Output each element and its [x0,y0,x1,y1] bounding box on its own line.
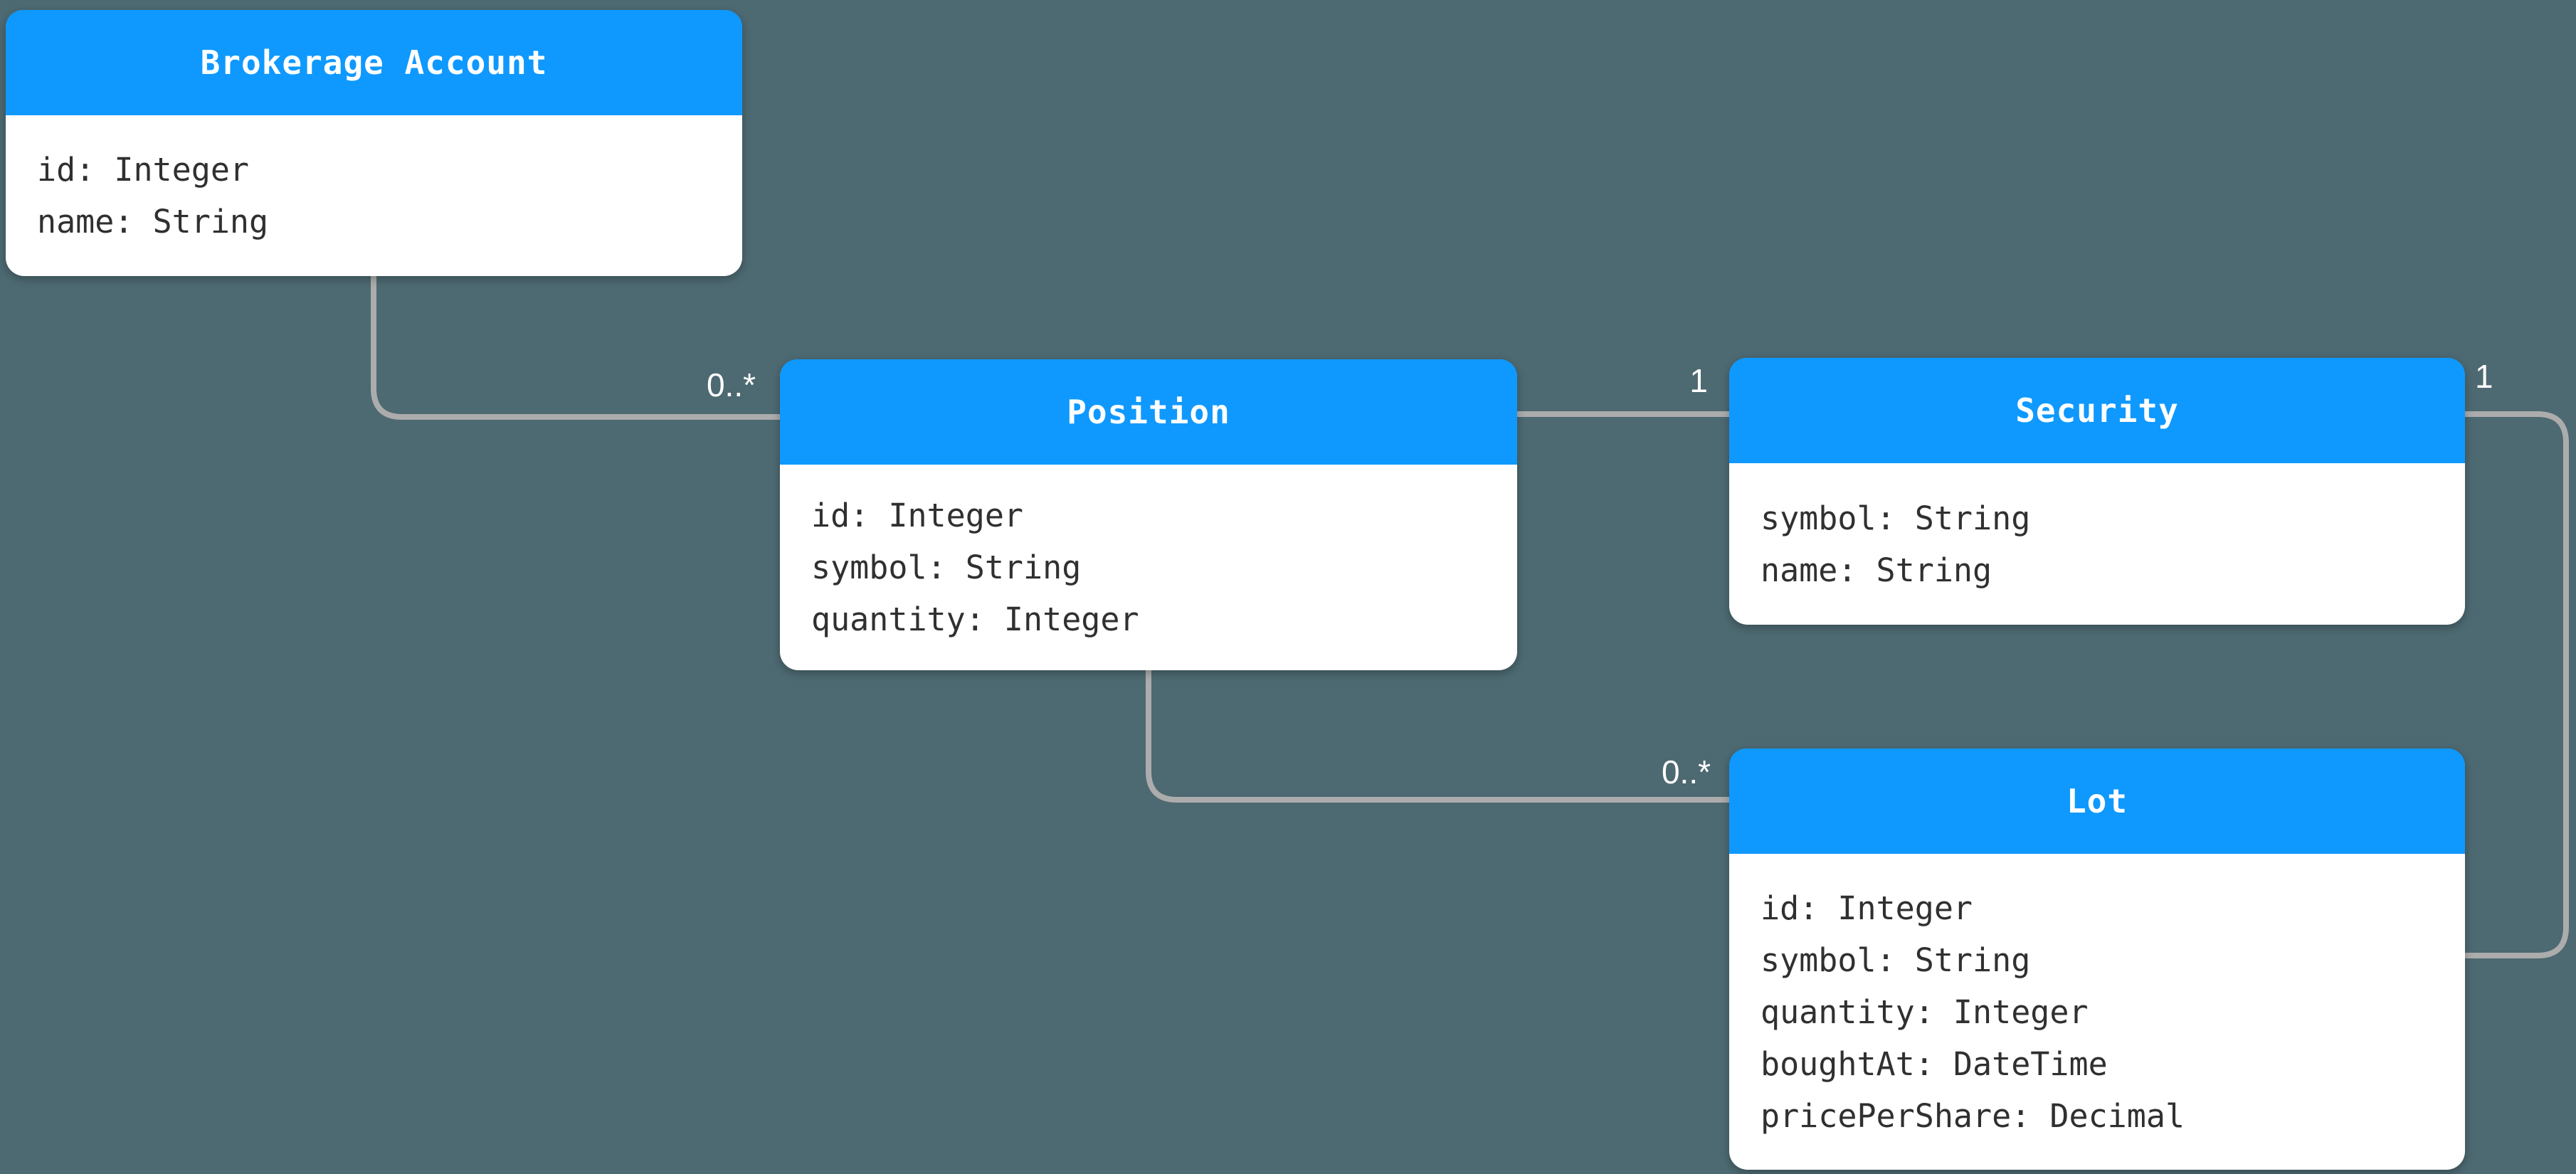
entity-header-position: Position [780,359,1517,465]
entity-field: quantity: Integer [1761,993,2089,1031]
entity-field: id: Integer [811,497,1024,534]
multiplicity-label-position-lot: 0..* [1661,753,1711,790]
entity-fields: symbol: String name: String [1729,463,2465,625]
entity-field: symbol: String [1761,499,2031,537]
entity-header-brokerage-account: Brokerage Account [6,10,742,115]
entity-title: Lot [2066,782,2128,820]
entity-fields: id: Integer name: String [6,115,742,276]
entity-field: id: Integer [1761,889,1973,927]
entity-field: symbol: String [811,549,1082,586]
entity-card-lot[interactable]: Lot id: Integer symbol: String quantity: I… [1729,749,2465,1170]
entity-field: symbol: String [1761,941,2031,979]
multiplicity-label-brokerage-position: 0..* [706,366,756,403]
entity-header-lot: Lot [1729,749,2465,854]
entity-field: pricePerShare: Decimal [1761,1096,2185,1135]
entity-header-security: Security [1729,358,2465,463]
entity-card-brokerage-account[interactable]: Brokerage Account id: Integer name: Strin… [6,10,742,276]
entity-field: name: String [37,203,269,240]
connector-brokerage-account-position[interactable] [371,273,783,420]
entity-fields: id: Integer symbol: String quantity: Integ… [1729,854,2465,1170]
multiplicity-label-security-lot: 1 [2475,358,2493,395]
entity-field: name: String [1761,551,1992,589]
entity-card-security[interactable]: Security symbol: String name: String [1729,358,2465,625]
entity-title: Security [2015,391,2179,430]
connector-security-lot[interactable] [2462,411,2569,958]
entity-field: id: Integer [37,151,250,189]
entity-card-position[interactable]: Position id: Integer symbol: String quanti… [780,359,1517,670]
entity-field: quantity: Integer [811,601,1139,638]
entity-title: Brokerage Account [200,43,548,82]
entity-fields: id: Integer symbol: String quantity: Integ… [780,465,1517,670]
entity-field: boughtAt: DateTime [1761,1045,2108,1083]
entity-title: Position [1067,393,1230,431]
connector-position-lot[interactable] [1146,667,1732,803]
multiplicity-label-position-security: 1 [1689,362,1708,399]
